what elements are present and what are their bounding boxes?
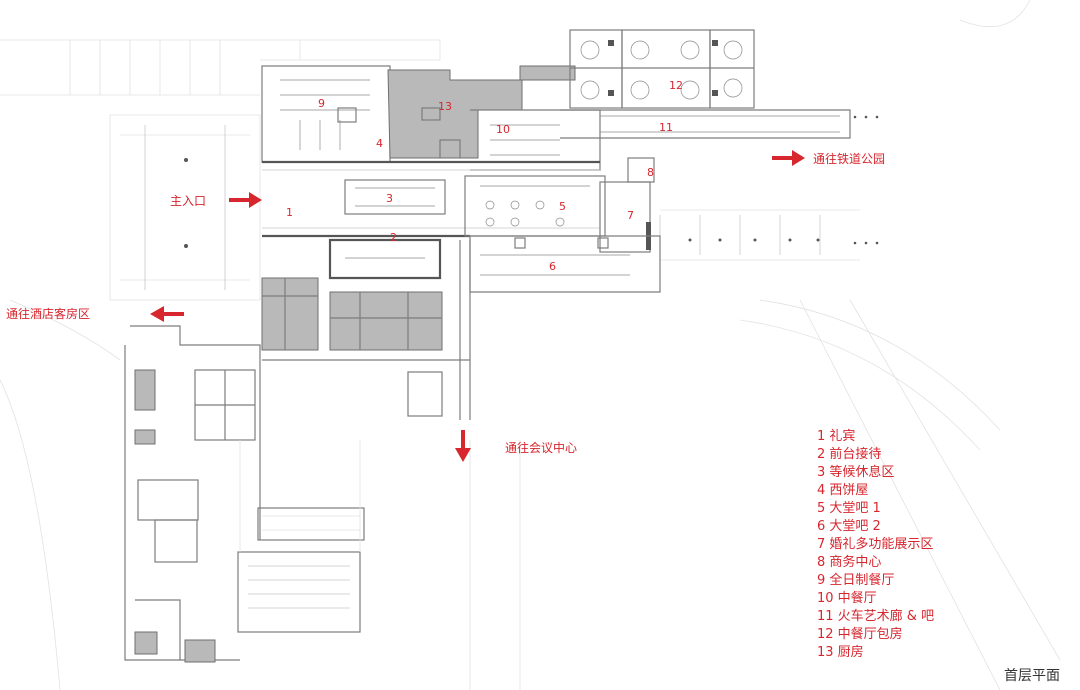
room-number-2: 2 <box>390 231 397 244</box>
plan-title: 首层平面 <box>1004 668 1060 684</box>
legend-item: 3 等候休息区 <box>817 464 894 480</box>
room-number-3: 3 <box>386 192 393 205</box>
building-walls <box>124 29 851 663</box>
room-number-12: 12 <box>669 79 683 92</box>
legend-item: 13 厨房 <box>817 644 864 660</box>
room-number-1: 1 <box>286 206 293 219</box>
legend-item: 7 婚礼多功能展示区 <box>817 536 933 552</box>
room-number-9: 9 <box>318 97 325 110</box>
legend-item: 10 中餐厅 <box>817 590 877 606</box>
room-number-4: 4 <box>376 137 383 150</box>
legend-item: 5 大堂吧 1 <box>817 501 881 516</box>
room-number-10: 10 <box>496 123 510 136</box>
room-number-11: 11 <box>659 121 673 134</box>
arrow-right-icon <box>229 192 262 208</box>
legend-item: 4 西饼屋 <box>817 483 868 498</box>
legend-item: 6 大堂吧 2 <box>817 519 881 534</box>
legend-item: 12 中餐厅包房 <box>817 626 903 642</box>
room-number-6: 6 <box>549 260 556 273</box>
legend-item: 9 全日制餐厅 <box>817 572 894 588</box>
room-number-5: 5 <box>559 200 566 213</box>
hotel-rooms-label: 通往酒店客房区 <box>6 306 90 321</box>
room-number-13: 13 <box>438 100 452 113</box>
arrow-down-icon <box>455 430 471 462</box>
legend-item: 1 礼宾 <box>817 428 855 444</box>
legend-item: 2 前台接待 <box>817 446 881 462</box>
legend: 1 礼宾 2 前台接待 3 等候休息区 4 西饼屋 5 大堂吧 1 6 大堂吧 … <box>817 428 934 660</box>
arrow-left-icon <box>150 306 184 322</box>
room-number-7: 7 <box>627 209 634 222</box>
direction-arrows <box>150 150 805 462</box>
site-dots <box>184 115 879 248</box>
railway-park-label: 通往铁道公园 <box>813 151 885 166</box>
main-entrance-label: 主入口 <box>170 194 206 208</box>
conference-label: 通往会议中心 <box>505 440 577 455</box>
room-number-8: 8 <box>647 166 654 179</box>
room-numbers: 1 2 3 4 5 6 7 8 9 10 11 12 13 <box>286 79 683 273</box>
legend-item: 11 火车艺术廊 & 吧 <box>817 608 934 624</box>
arrow-right-icon <box>772 150 805 166</box>
legend-item: 8 商务中心 <box>817 554 881 570</box>
